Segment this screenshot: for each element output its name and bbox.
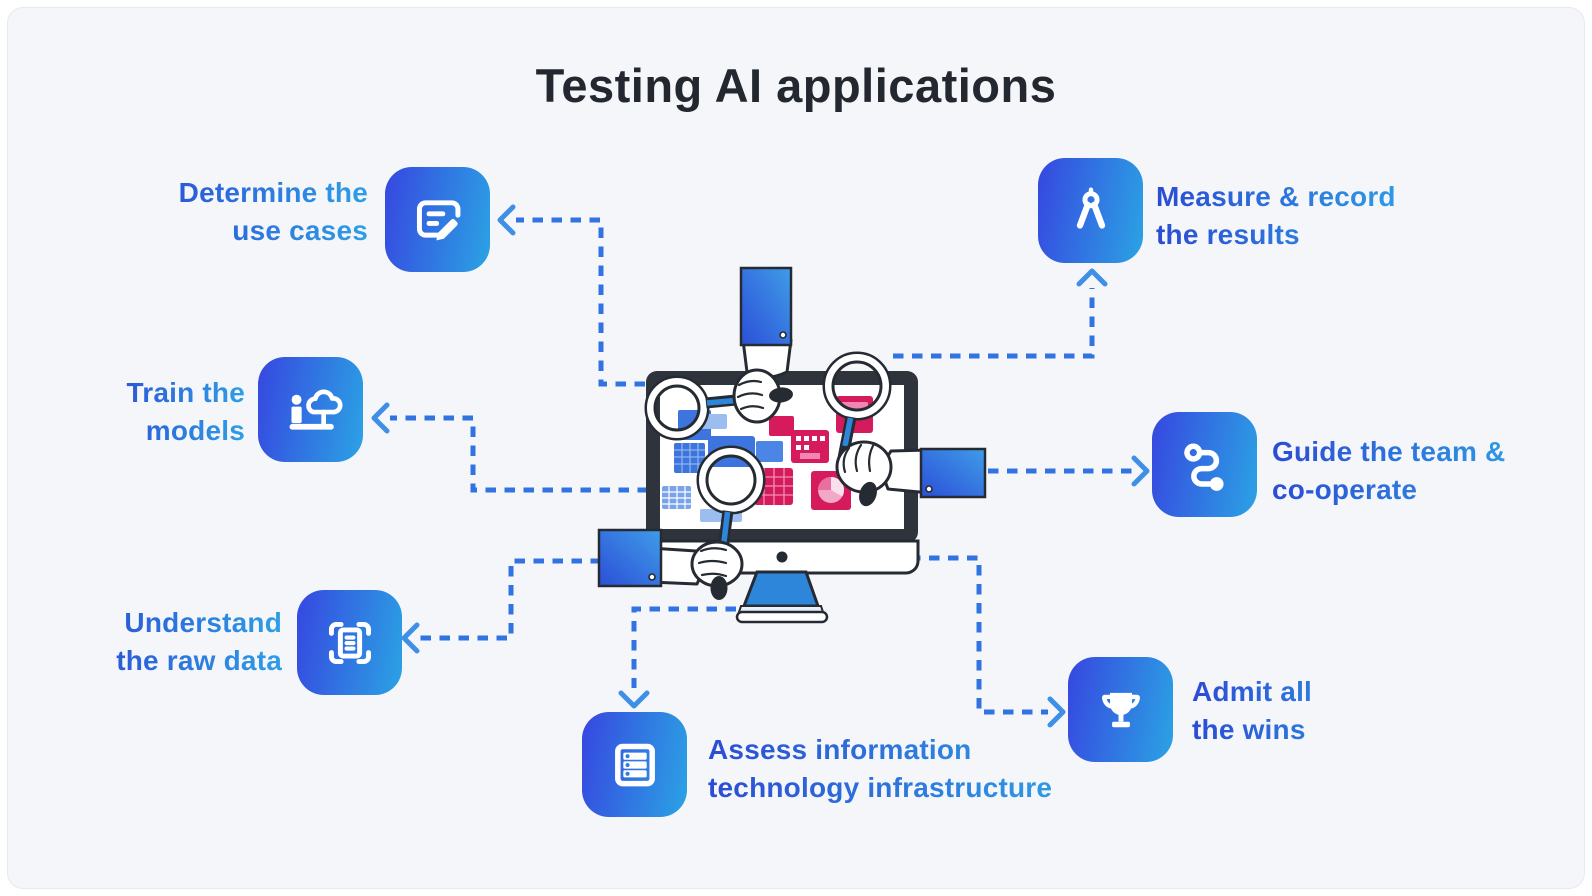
server-stack-icon <box>614 743 655 786</box>
icon-tile-guide-team <box>1152 412 1257 517</box>
drafting-compass-icon <box>1076 186 1105 229</box>
route-icon <box>1183 443 1224 491</box>
label-admit-wins: Admit all the wins <box>1192 673 1412 749</box>
label-train-models: Train the models <box>100 374 245 450</box>
edit-note-icon <box>416 199 460 240</box>
icon-tile-understand-raw-data <box>297 590 402 695</box>
icon-tile-assess-infrastructure <box>582 712 687 817</box>
icon-tile-admit-wins <box>1068 657 1173 762</box>
label-guide-team: Guide the team & co-operate <box>1272 433 1532 509</box>
person-tree-icon <box>289 388 342 430</box>
icon-tile-train-models <box>258 357 363 462</box>
label-determine-use-cases: Determine the use cases <box>140 174 368 250</box>
document-scan-icon <box>328 621 371 664</box>
label-understand-raw-data: Understand the raw data <box>80 604 282 680</box>
icon-tile-measure-results <box>1038 158 1143 263</box>
label-assess-infrastructure: Assess information technology infrastruc… <box>708 731 1078 807</box>
page-title: Testing AI applications <box>535 59 1057 112</box>
icon-tile-determine-use-cases <box>385 167 490 272</box>
label-measure-results: Measure & record the results <box>1156 178 1416 254</box>
trophy-icon <box>1101 692 1140 727</box>
